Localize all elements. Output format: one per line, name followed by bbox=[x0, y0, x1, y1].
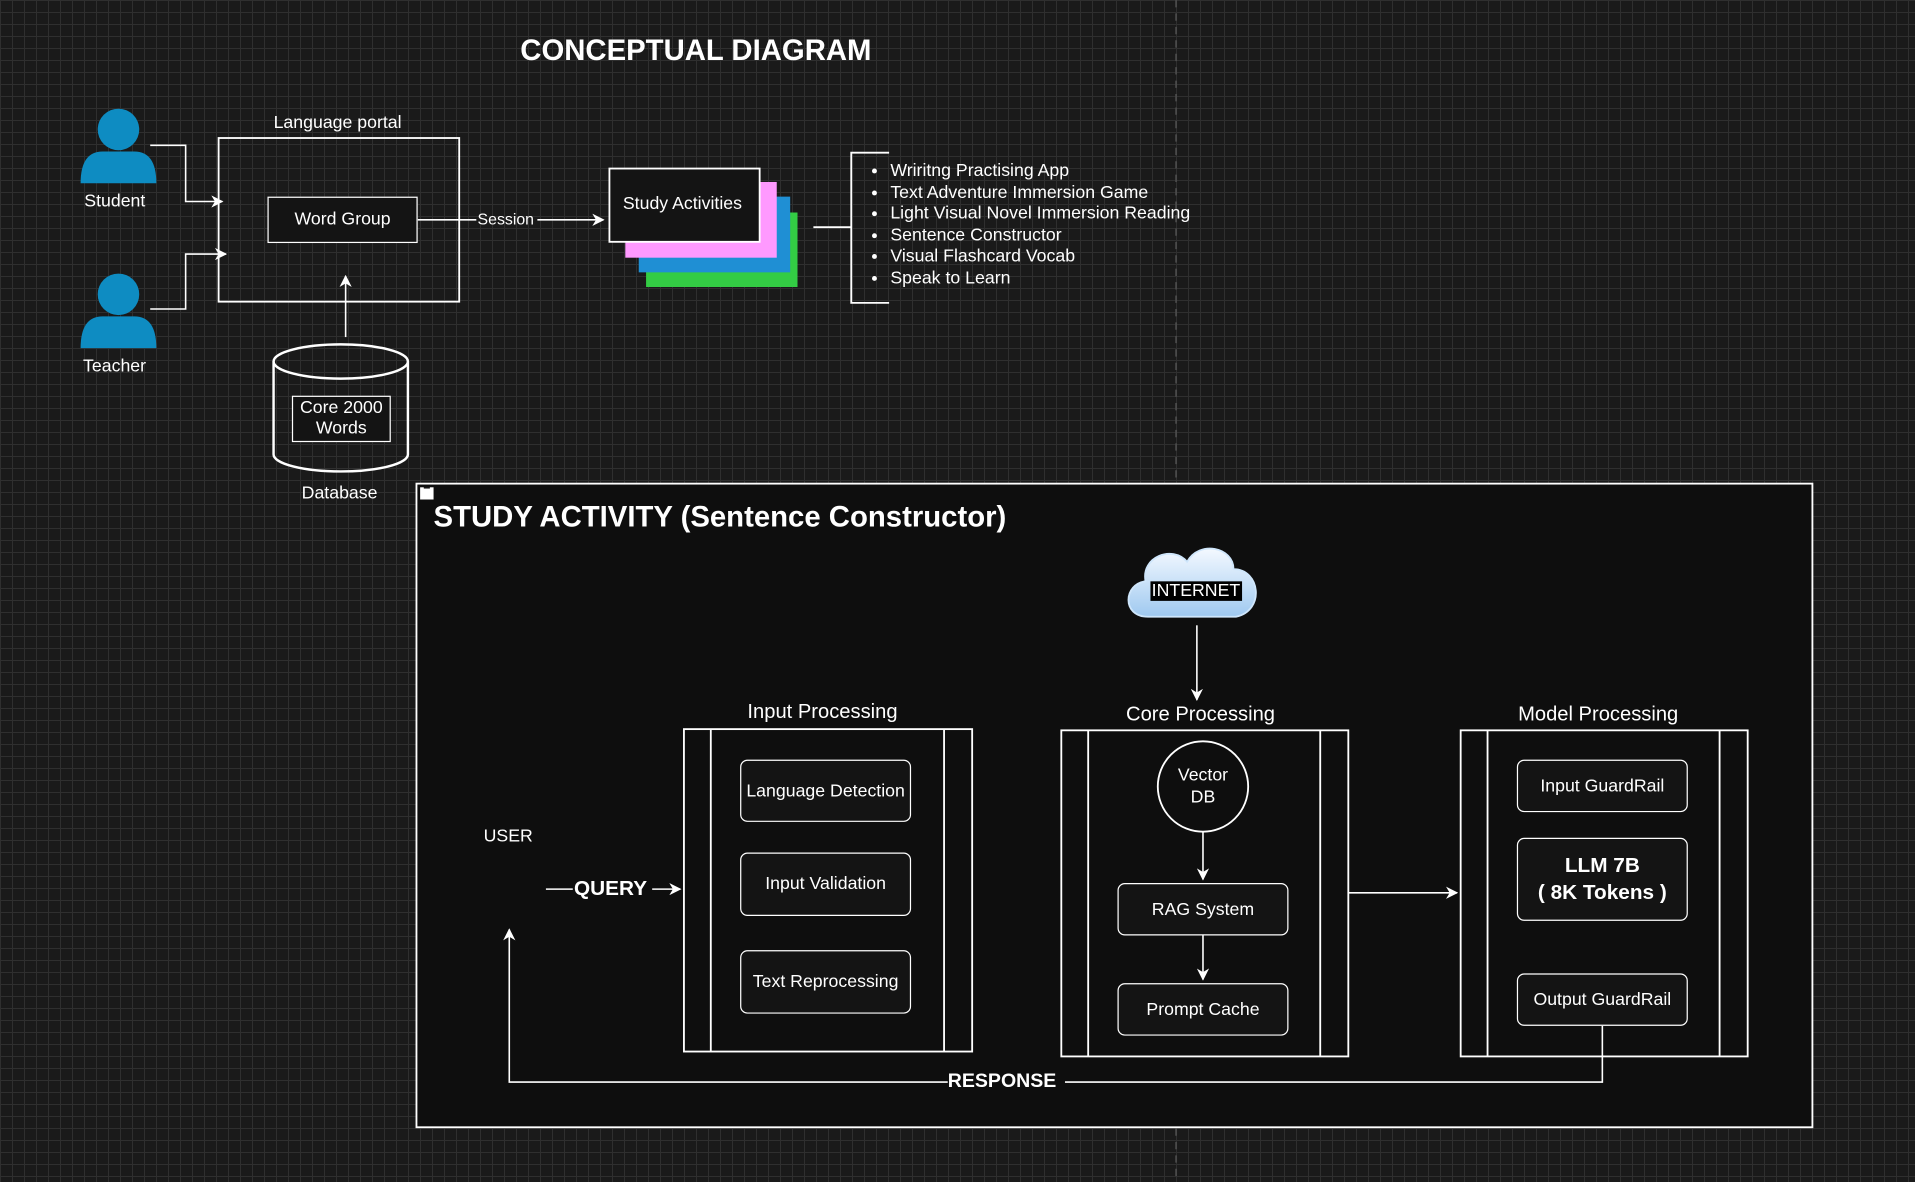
word-group-box: Word Group bbox=[267, 196, 418, 244]
activity-item: Text Adventure Immersion Game bbox=[890, 183, 1190, 204]
student-to-portal-connector bbox=[150, 144, 224, 208]
student-person-icon bbox=[80, 108, 157, 184]
study-activities-label: Study Activities bbox=[622, 194, 742, 214]
response-label: RESPONSE bbox=[947, 1071, 1057, 1092]
word-group-label: Word Group bbox=[294, 210, 391, 230]
activity-item: Sentence Constructor bbox=[890, 226, 1190, 247]
output-guardrail-box: Output GuardRail bbox=[1516, 973, 1688, 1026]
response-connector-a bbox=[1064, 1025, 1604, 1083]
activity-item: Visual Flashcard Vocab bbox=[890, 247, 1190, 268]
diagram-title: CONCEPTUAL DIAGRAM bbox=[520, 34, 872, 68]
container-title: STUDY ACTIVITY (Sentence Constructor) bbox=[433, 500, 1007, 534]
core-words-box: Core 2000 Words bbox=[291, 395, 391, 443]
input-validation-box: Input Validation bbox=[740, 852, 912, 916]
student-label: Student bbox=[84, 191, 146, 212]
text-reprocessing-box: Text Reprocessing bbox=[740, 950, 912, 1014]
internet-label: INTERNET bbox=[1150, 581, 1242, 601]
activity-item: Speak to Learn bbox=[890, 269, 1190, 290]
language-detection-label: Language Detection bbox=[746, 781, 905, 801]
model-processing-box bbox=[1459, 729, 1749, 1058]
input-processing-box bbox=[683, 728, 974, 1053]
session-label: Session bbox=[477, 210, 535, 229]
collapse-toggle[interactable]: − bbox=[423, 482, 431, 496]
vector-db-label: Vector DB bbox=[1166, 766, 1239, 809]
query-label: QUERY bbox=[574, 876, 648, 901]
language-portal-title: Language portal bbox=[273, 113, 402, 134]
output-guardrail-label: Output GuardRail bbox=[1533, 989, 1672, 1010]
prompt-cache-box: Prompt Cache bbox=[1117, 983, 1289, 1036]
language-detection-box: Language Detection bbox=[740, 759, 912, 822]
vector-db-line2: DB bbox=[1190, 787, 1216, 807]
rag-system-label: RAG System bbox=[1151, 899, 1255, 920]
activity-list: Wriritng Practising App Text Adventure I… bbox=[870, 161, 1190, 290]
llm-line2: ( 8K Tokens ) bbox=[1537, 880, 1667, 904]
text-reprocessing-label: Text Reprocessing bbox=[752, 972, 899, 992]
response-connector-b bbox=[503, 928, 948, 1083]
teacher-label: Teacher bbox=[83, 356, 147, 377]
database-label: Database bbox=[301, 483, 378, 504]
core-words-line1: Core 2000 bbox=[300, 398, 383, 418]
llm-box: LLM 7B ( 8K Tokens ) bbox=[1516, 837, 1688, 921]
rag-system-box: RAG System bbox=[1117, 882, 1289, 936]
collapse-toggle-box bbox=[420, 487, 434, 500]
core-words-line2: Words bbox=[315, 418, 367, 439]
input-processing-title: Input Processing bbox=[747, 701, 898, 724]
input-guardrail-box: Input GuardRail bbox=[1516, 759, 1688, 813]
activity-item: Light Visual Novel Immersion Reading bbox=[890, 204, 1190, 225]
teacher-to-portal-connector bbox=[150, 247, 228, 310]
teacher-person-icon bbox=[80, 273, 157, 349]
llm-line1: LLM 7B bbox=[1564, 853, 1640, 877]
activity-card-front bbox=[608, 167, 761, 243]
prompt-cache-label: Prompt Cache bbox=[1146, 999, 1260, 1020]
core-processing-title: Core Processing bbox=[1126, 703, 1276, 726]
model-processing-title: Model Processing bbox=[1518, 703, 1679, 726]
activity-list-bracket bbox=[813, 151, 890, 304]
vector-db-line1: Vector bbox=[1177, 765, 1229, 786]
user-label: USER bbox=[483, 826, 533, 847]
input-validation-label: Input Validation bbox=[765, 874, 886, 894]
database-cylinder bbox=[272, 343, 410, 473]
activity-item: Wriritng Practising App bbox=[890, 161, 1190, 182]
input-guardrail-label: Input GuardRail bbox=[1540, 776, 1665, 796]
